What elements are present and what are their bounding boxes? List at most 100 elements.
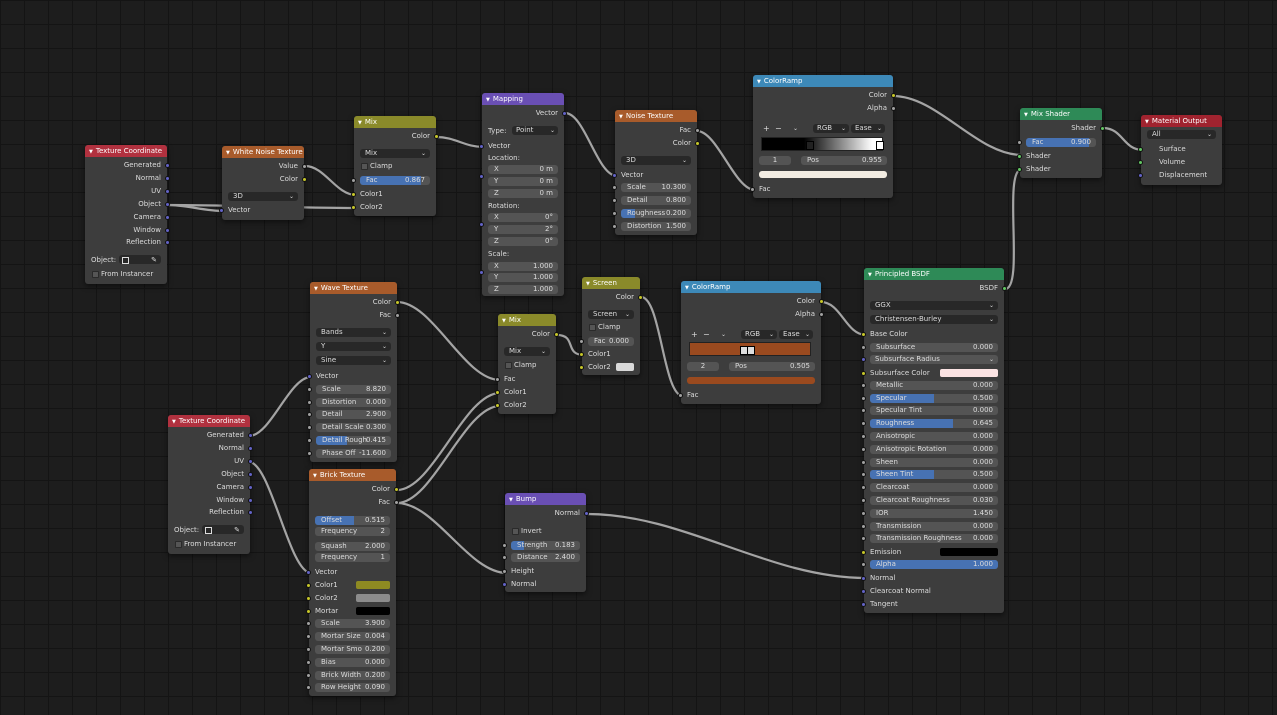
socket-fac[interactable] bbox=[750, 187, 755, 192]
node-link[interactable] bbox=[395, 300, 502, 382]
socket-color2[interactable] bbox=[579, 365, 584, 370]
socket-specular-tint[interactable] bbox=[861, 408, 866, 413]
node-header[interactable]: ▼Material Output bbox=[1141, 115, 1222, 127]
socket-color1[interactable] bbox=[306, 583, 311, 588]
socket-roughness[interactable] bbox=[612, 211, 617, 216]
socket-vector[interactable] bbox=[307, 374, 312, 379]
socket-roughness[interactable] bbox=[861, 421, 866, 426]
triangle-down-icon[interactable]: ▼ bbox=[89, 149, 93, 155]
node-mix-2[interactable]: ▼Mix Color Mix⌄ Clamp Fac Color1 Color2 bbox=[495, 314, 559, 414]
socket-row-height[interactable] bbox=[306, 685, 311, 690]
node-header[interactable]: ▼Mix bbox=[354, 116, 436, 128]
node-colorramp-2[interactable]: ▼ColorRamp Color Alpha + − ⌄ RGB⌄ Ease⌄ … bbox=[678, 281, 824, 404]
interpolation-dropdown[interactable]: Ease⌄ bbox=[779, 330, 813, 339]
socket-distortion[interactable] bbox=[307, 400, 312, 405]
triangle-down-icon[interactable]: ▼ bbox=[314, 286, 318, 292]
socket-color[interactable] bbox=[695, 141, 700, 146]
color-ramp-gradient[interactable] bbox=[689, 342, 811, 356]
socket-brick-width[interactable] bbox=[306, 673, 311, 678]
socket-subsurface[interactable] bbox=[861, 345, 866, 350]
ramp-stop-0[interactable] bbox=[806, 141, 814, 150]
socket-subsurface-radius[interactable] bbox=[861, 357, 866, 362]
blend-mode-dropdown[interactable]: Screen⌄ bbox=[588, 310, 634, 319]
direction-dropdown[interactable]: Y⌄ bbox=[316, 342, 391, 351]
node-link[interactable] bbox=[585, 512, 868, 580]
socket-vector[interactable] bbox=[219, 208, 224, 213]
chevron-down-icon[interactable]: ⌄ bbox=[721, 331, 727, 338]
add-stop-button[interactable]: + bbox=[763, 124, 770, 133]
chevron-down-icon[interactable]: ⌄ bbox=[793, 125, 799, 132]
socket-distance[interactable] bbox=[502, 555, 507, 560]
socket-specular[interactable] bbox=[861, 396, 866, 401]
socket-camera[interactable] bbox=[248, 485, 253, 490]
socket-displacement[interactable] bbox=[1138, 173, 1143, 178]
socket-shader-1[interactable] bbox=[1017, 154, 1022, 159]
socket-generated[interactable] bbox=[165, 163, 170, 168]
socket-normal-out[interactable] bbox=[584, 511, 589, 516]
triangle-down-icon[interactable]: ▼ bbox=[509, 497, 513, 503]
color-ramp-gradient[interactable] bbox=[761, 137, 884, 151]
node-wave-texture[interactable]: ▼Wave Texture Color Fac Bands⌄ Y⌄ Sine⌄ … bbox=[307, 282, 400, 462]
socket-color2[interactable] bbox=[495, 403, 500, 408]
triangle-down-icon[interactable]: ▼ bbox=[757, 79, 761, 85]
type-dropdown[interactable]: Point⌄ bbox=[512, 126, 558, 135]
socket-window[interactable] bbox=[165, 228, 170, 233]
distribution-dropdown[interactable]: GGX⌄ bbox=[870, 301, 998, 310]
node-texture-coordinate[interactable]: ▼Texture Coordinate Generated Normal UV … bbox=[85, 145, 170, 284]
node-link[interactable] bbox=[695, 129, 757, 192]
socket-shader-2[interactable] bbox=[1017, 167, 1022, 172]
socket-fac[interactable] bbox=[695, 128, 700, 133]
socket-fac[interactable] bbox=[678, 393, 683, 398]
socket-sheen-tint[interactable] bbox=[861, 472, 866, 477]
socket-transmission-roughness[interactable] bbox=[861, 536, 866, 541]
socket-vector[interactable] bbox=[306, 570, 311, 575]
triangle-down-icon[interactable]: ▼ bbox=[486, 97, 490, 103]
triangle-down-icon[interactable]: ▼ bbox=[685, 285, 689, 291]
node-colorramp[interactable]: ▼ColorRamp Color Alpha + − ⌄ RGB⌄ Ease⌄ … bbox=[750, 75, 896, 198]
socket-volume[interactable] bbox=[1138, 160, 1143, 165]
node-mapping[interactable]: ▼Mapping Vector Type:Point⌄ Vector Locat… bbox=[479, 93, 567, 296]
socket-alpha[interactable] bbox=[891, 106, 896, 111]
socket-reflection[interactable] bbox=[248, 510, 253, 515]
socket-object[interactable] bbox=[248, 472, 253, 477]
subsurface-color-swatch[interactable] bbox=[940, 369, 998, 377]
socket-anisotropic-rotation[interactable] bbox=[861, 447, 866, 452]
remove-stop-button[interactable]: − bbox=[775, 124, 782, 133]
remove-stop-button[interactable]: − bbox=[703, 330, 710, 339]
node-header[interactable]: ▼ColorRamp bbox=[753, 75, 893, 87]
socket-value[interactable] bbox=[302, 164, 307, 169]
node-header[interactable]: ▼ColorRamp bbox=[681, 281, 821, 293]
socket-rotation[interactable] bbox=[479, 222, 484, 227]
eyedropper-icon[interactable]: ✎ bbox=[151, 256, 157, 264]
socket-metallic[interactable] bbox=[861, 383, 866, 388]
emission-swatch[interactable] bbox=[940, 548, 998, 556]
from-instancer-checkbox[interactable] bbox=[175, 541, 182, 548]
socket-normal[interactable] bbox=[248, 446, 253, 451]
